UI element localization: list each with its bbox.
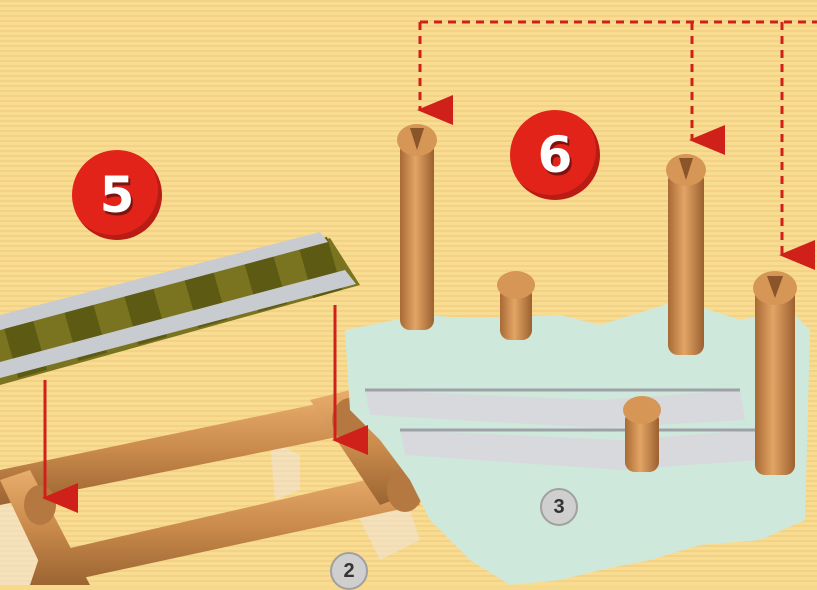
part-number-badge-3: 3 <box>540 488 578 526</box>
step-number-badge-6: 6 <box>510 110 600 200</box>
part-number-badge-2: 2 <box>330 552 368 590</box>
green-track-piece <box>0 232 360 385</box>
step-number-badge-5: 5 <box>72 150 162 240</box>
dashed-placement-arrows <box>420 22 817 255</box>
